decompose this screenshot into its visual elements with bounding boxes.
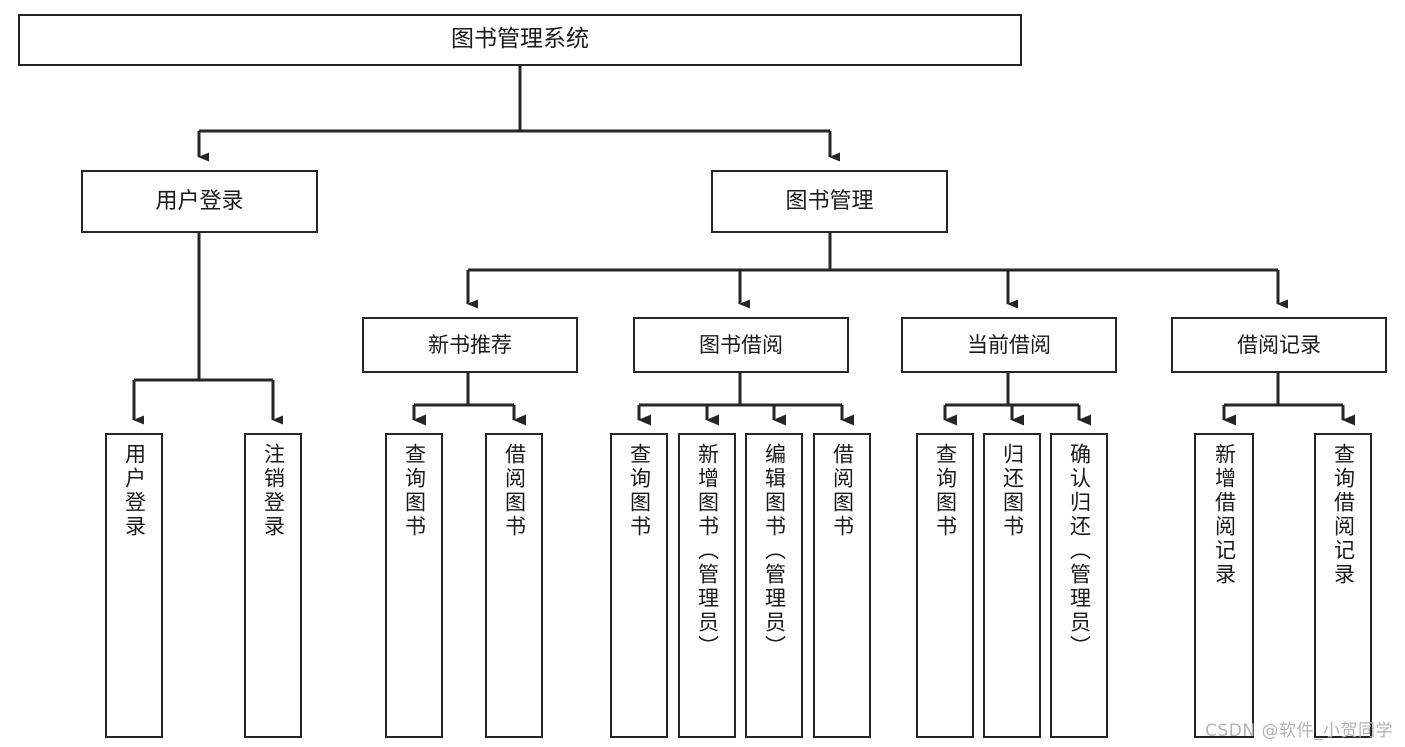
node-leaf-query-book-1[interactable]: 查询图书 (385, 433, 443, 738)
node-leaf-return-book[interactable]: 归还图书 (983, 433, 1041, 738)
node-leaf-add-record-label: 新增借阅记录 (1212, 443, 1237, 587)
node-new-book-recommend-label: 新书推荐 (428, 332, 512, 357)
csdn-watermark: CSDN @软件_小贺同学 (1205, 721, 1393, 741)
node-leaf-confirm-return[interactable]: 确认归还（管理员） (1050, 433, 1108, 738)
node-leaf-borrow-book-1[interactable]: 借阅图书 (485, 433, 543, 738)
node-book-borrow[interactable]: 图书借阅 (633, 317, 849, 373)
node-leaf-borrow-book-1-label: 借阅图书 (502, 443, 527, 539)
node-current-borrow-label: 当前借阅 (967, 332, 1051, 357)
node-current-borrow[interactable]: 当前借阅 (901, 317, 1117, 373)
node-book-management[interactable]: 图书管理 (711, 170, 948, 233)
node-leaf-add-book-label: 新增图书（管理员） (695, 443, 720, 659)
node-leaf-query-book-3-label: 查询图书 (933, 443, 958, 539)
node-leaf-query-record-label: 查询借阅记录 (1331, 443, 1356, 587)
node-leaf-user-login-label: 用户登录 (122, 443, 147, 539)
node-borrow-record[interactable]: 借阅记录 (1171, 317, 1387, 373)
node-leaf-add-record[interactable]: 新增借阅记录 (1194, 433, 1254, 738)
node-leaf-user-login[interactable]: 用户登录 (105, 433, 163, 738)
node-leaf-query-record[interactable]: 查询借阅记录 (1314, 433, 1372, 738)
node-root-label: 图书管理系统 (451, 26, 589, 53)
node-leaf-borrow-book-2[interactable]: 借阅图书 (813, 433, 871, 738)
node-book-management-label: 图书管理 (785, 188, 874, 214)
node-leaf-query-book-2[interactable]: 查询图书 (610, 433, 668, 738)
node-leaf-logout-login-label: 注销登录 (261, 443, 286, 539)
node-leaf-edit-book[interactable]: 编辑图书（管理员） (745, 433, 803, 738)
node-leaf-add-book[interactable]: 新增图书（管理员） (678, 433, 736, 738)
node-leaf-query-book-2-label: 查询图书 (627, 443, 652, 539)
node-root-system[interactable]: 图书管理系统 (18, 14, 1022, 66)
node-leaf-confirm-return-label: 确认归还（管理员） (1067, 443, 1092, 659)
node-user-login-label: 用户登录 (155, 188, 244, 214)
node-leaf-query-book-3[interactable]: 查询图书 (916, 433, 974, 738)
node-leaf-query-book-1-label: 查询图书 (402, 443, 427, 539)
node-new-book-recommend[interactable]: 新书推荐 (362, 317, 578, 373)
node-leaf-borrow-book-2-label: 借阅图书 (830, 443, 855, 539)
node-user-login[interactable]: 用户登录 (81, 170, 318, 233)
node-leaf-logout-login[interactable]: 注销登录 (244, 433, 302, 738)
node-leaf-edit-book-label: 编辑图书（管理员） (762, 443, 787, 659)
node-book-borrow-label: 图书借阅 (699, 332, 783, 357)
node-borrow-record-label: 借阅记录 (1237, 332, 1321, 357)
node-leaf-return-book-label: 归还图书 (1000, 443, 1025, 539)
